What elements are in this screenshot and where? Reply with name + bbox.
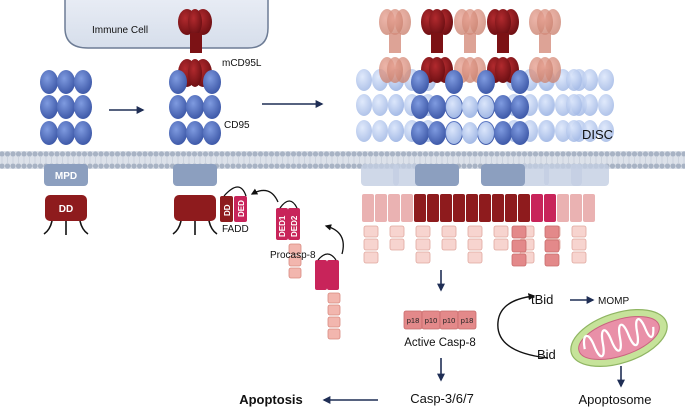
mcd95l-label: mCD95L [222, 58, 262, 69]
disc-dd-block [531, 194, 543, 222]
disc-procasp-segment [363, 238, 379, 251]
dd-label: DD [59, 204, 73, 215]
dd-domain [45, 195, 87, 221]
disc-procasp-segment [363, 225, 379, 238]
disc-procasp-segment [467, 251, 483, 264]
active-casp8-label: Active Casp-8 [404, 337, 476, 349]
disc-procasp-segment [467, 225, 483, 238]
membrane-lipid-heads [0, 151, 685, 169]
receptor-extracellular-domains [40, 70, 92, 145]
disc-dd-block [375, 194, 387, 222]
mpd-domain [44, 164, 88, 186]
fadd-label: FADD [222, 224, 249, 235]
disc-procasp-segment [571, 238, 587, 251]
cd95-receptor-resting [40, 70, 92, 235]
disc-procasp-segment [571, 225, 587, 238]
disc-procasp-segment [493, 238, 509, 251]
momp-label: MOMP [598, 296, 629, 307]
disc-dd-block [505, 194, 517, 222]
disc-procasp-active [511, 239, 527, 253]
disc-dd-block [427, 194, 439, 222]
dd-domain [174, 195, 216, 221]
cd95-receptor-bound [169, 9, 221, 235]
procaspase-8-free [315, 253, 341, 340]
disc-dd-block [414, 194, 426, 222]
disc-procasp-segment [363, 251, 379, 264]
ded1-label: DED1 [278, 215, 287, 237]
disc-dd-block [440, 194, 452, 222]
disc-dd-block [479, 194, 491, 222]
mpd-domain [173, 164, 217, 186]
disc-dd-block [583, 194, 595, 222]
fadd-ded-label: DED [237, 200, 246, 217]
disc-procasp-segment [571, 251, 587, 264]
disc-dd-block [544, 194, 556, 222]
bid-label: Bid [537, 347, 556, 362]
mitochondrion-icon [570, 309, 668, 367]
disc-procasp-segment [415, 251, 431, 264]
p10-left-label: p10 [425, 316, 438, 325]
disc-complex [356, 9, 614, 267]
fadd-adaptor [220, 186, 247, 222]
disc-procasp-segment [493, 225, 509, 238]
disc-procasp-active [544, 239, 560, 253]
disc-procasp-active [511, 253, 527, 267]
ded2-label: DED2 [290, 215, 299, 237]
p18-right-label: p18 [461, 316, 474, 325]
disc-procasp-segment [415, 225, 431, 238]
disc-dd-block [557, 194, 569, 222]
disc-procasp-active [511, 225, 527, 239]
apoptosome-label: Apoptosome [579, 392, 652, 407]
disc-ligand [421, 9, 453, 83]
disc-dd-block [453, 194, 465, 222]
disc-dd-block [518, 194, 530, 222]
disc-receptor-faded [566, 69, 614, 186]
immune-cell-label: Immune Cell [92, 25, 148, 36]
active-caspase-8 [403, 310, 477, 330]
disc-procasp-segment [389, 225, 405, 238]
cell-membrane [0, 151, 685, 169]
tbid-label: tBid [531, 292, 553, 307]
disc-dd-block [401, 194, 413, 222]
arrow-free-procasp8 [324, 224, 344, 255]
apoptosis-label: Apoptosis [239, 392, 303, 407]
p18-left-label: p18 [407, 316, 420, 325]
disc-procasp-segment [441, 238, 457, 251]
disc-receptor-light [446, 96, 494, 144]
disc-dd-block [466, 194, 478, 222]
procaspase-8-recruited [276, 200, 302, 279]
disc-procasp-active [544, 225, 560, 239]
mpd-label: MPD [55, 171, 77, 182]
disc-procasp-segment [415, 238, 431, 251]
arrow-procasp8-to-fadd [250, 188, 279, 203]
fadd-dd-label: DD [223, 204, 232, 216]
arrow-bid-to-tbid [497, 293, 549, 359]
casp367-label: Casp-3/6/7 [410, 391, 474, 406]
disc-ligand [379, 9, 411, 83]
p10-right-label: p10 [443, 316, 456, 325]
disc-procasp-segment [441, 225, 457, 238]
disc-dd-block [492, 194, 504, 222]
disc-procasp-segment [467, 238, 483, 251]
procasp8-label: Procasp-8 [270, 250, 316, 261]
receptor-extracellular-domains [169, 70, 221, 145]
disc-procasp-active [544, 253, 560, 267]
disc-dd-block [362, 194, 374, 222]
cd95-label: CD95 [224, 120, 250, 131]
disc-label: DISC [582, 127, 613, 142]
immune-cell [64, 0, 269, 49]
disc-ligand [529, 9, 561, 83]
disc-dd-block [570, 194, 582, 222]
disc-dd-block [388, 194, 400, 222]
disc-ligand [487, 9, 519, 83]
disc-procasp-segment [389, 238, 405, 251]
